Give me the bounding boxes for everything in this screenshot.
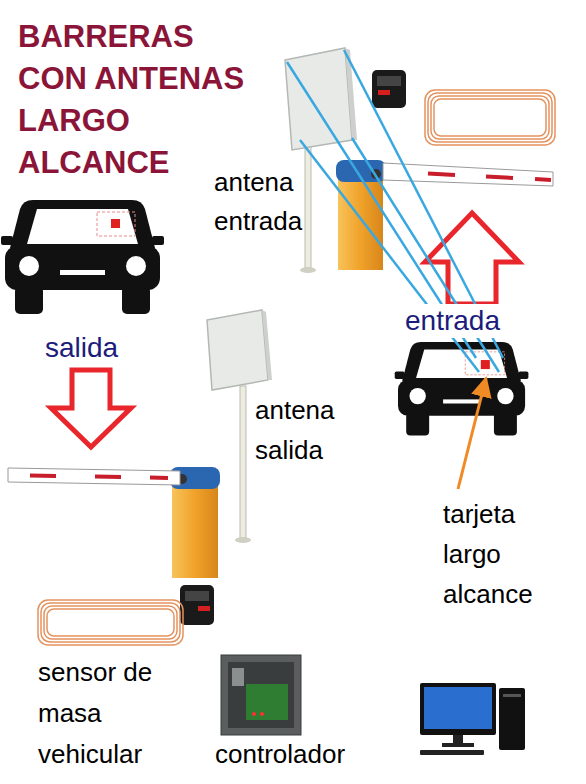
- controller: [221, 655, 301, 735]
- arm-stripes: [30, 476, 168, 479]
- label-slot: antena entrada: [214, 163, 329, 241]
- loop-coil: [38, 600, 183, 645]
- label-slot: tarjeta largo alcance: [443, 494, 555, 614]
- car-headlight: [409, 388, 425, 404]
- card-outline: [97, 212, 135, 236]
- reader-body: [372, 70, 406, 108]
- loop-coil: [425, 90, 555, 145]
- reader-led: [378, 90, 390, 95]
- power-supply: [232, 668, 244, 686]
- vehicle-loop: [38, 600, 183, 645]
- car-body: [398, 380, 525, 416]
- label-slot: antena salida: [255, 390, 370, 470]
- barrier-arm: [8, 468, 180, 485]
- car-headlight: [497, 388, 513, 404]
- direction-arrow: [425, 213, 519, 304]
- vehicle-loop: [425, 90, 555, 145]
- car-wheel: [122, 286, 150, 314]
- barrier-cabinet: [338, 172, 383, 270]
- arm-stripe: [95, 475, 121, 480]
- car-windshield: [27, 209, 138, 244]
- car-wheel: [406, 413, 429, 436]
- car-headlight: [126, 256, 146, 276]
- loop-coil: [44, 606, 177, 639]
- reader-panel: [377, 76, 401, 86]
- reader-led: [198, 606, 210, 611]
- car-grille: [60, 270, 105, 275]
- car: [1, 200, 164, 314]
- car-wheel: [15, 286, 43, 314]
- loop-coil: [434, 99, 546, 136]
- leader-line: [458, 378, 486, 489]
- direction-arrow: [51, 370, 131, 447]
- antenna-panel: [285, 48, 352, 150]
- board-led: [252, 712, 256, 716]
- loop-coil: [41, 603, 180, 642]
- reader-panel: [185, 591, 209, 601]
- label-slot: BARRERAS CON ANTENAS LARGO ALCANCE: [18, 16, 258, 184]
- barrier: [8, 467, 220, 578]
- car-mirror: [519, 372, 529, 379]
- part-label: sensor de masa vehicular: [38, 652, 166, 775]
- label-slot: sensor de masa vehicular: [38, 652, 166, 775]
- car-wheel: [494, 413, 517, 436]
- antenna-pole: [305, 146, 311, 268]
- reader-body: [180, 585, 214, 625]
- rf-beam: [344, 50, 503, 358]
- antenna-edge: [262, 310, 272, 380]
- card-chip: [111, 219, 120, 228]
- pc-drive: [503, 694, 521, 697]
- pc-tower: [499, 688, 525, 750]
- rf-beams: [287, 50, 503, 372]
- loop-coil: [47, 609, 174, 636]
- direction-label: entrada: [401, 304, 504, 338]
- keyboard: [420, 750, 484, 755]
- monitor-base: [442, 743, 474, 747]
- direction-label: salida: [45, 331, 118, 365]
- barrier-cabinet: [172, 478, 218, 578]
- car-mirror: [152, 236, 164, 245]
- arm-stripe: [30, 474, 56, 479]
- diagram-title: BARRERAS CON ANTENAS LARGO ALCANCE: [18, 16, 258, 184]
- part-label: tarjeta largo alcance: [443, 494, 555, 614]
- antenna-panel: [207, 310, 268, 390]
- monitor-stand: [453, 735, 463, 743]
- card-chip: [481, 360, 490, 369]
- car-body: [5, 246, 160, 290]
- antenna-pole: [240, 386, 246, 538]
- controller-case: [221, 655, 301, 735]
- arm-stripe: [150, 476, 168, 481]
- arm-stripe: [535, 179, 551, 180]
- monitor: [420, 683, 496, 735]
- car-cabin: [10, 200, 155, 248]
- part-label: antena salida: [255, 390, 370, 470]
- controller-inside: [228, 662, 294, 728]
- loop-coil: [428, 93, 552, 142]
- controller-board: [246, 684, 288, 720]
- car-mirror: [395, 372, 405, 379]
- arm-stripes: [428, 174, 551, 181]
- reader: [180, 585, 214, 625]
- label-slot: entrada: [401, 304, 531, 338]
- car-mirror: [1, 236, 13, 245]
- monitor-screen: [424, 687, 492, 729]
- label-slot: salida: [45, 331, 165, 365]
- arm-stripe: [428, 174, 455, 176]
- part-label: antena entrada: [214, 163, 329, 241]
- part-label: controlador: [215, 738, 345, 770]
- pole-base: [235, 537, 251, 543]
- label-slot: controlador: [215, 738, 375, 770]
- arm-stripe: [486, 177, 513, 179]
- car: [395, 342, 529, 435]
- loop-coil: [431, 96, 549, 139]
- car-grille: [443, 399, 480, 403]
- computer: [420, 683, 525, 755]
- board-led: [260, 712, 264, 716]
- reader: [372, 70, 406, 108]
- car-headlight: [19, 256, 39, 276]
- pole-base: [300, 267, 316, 273]
